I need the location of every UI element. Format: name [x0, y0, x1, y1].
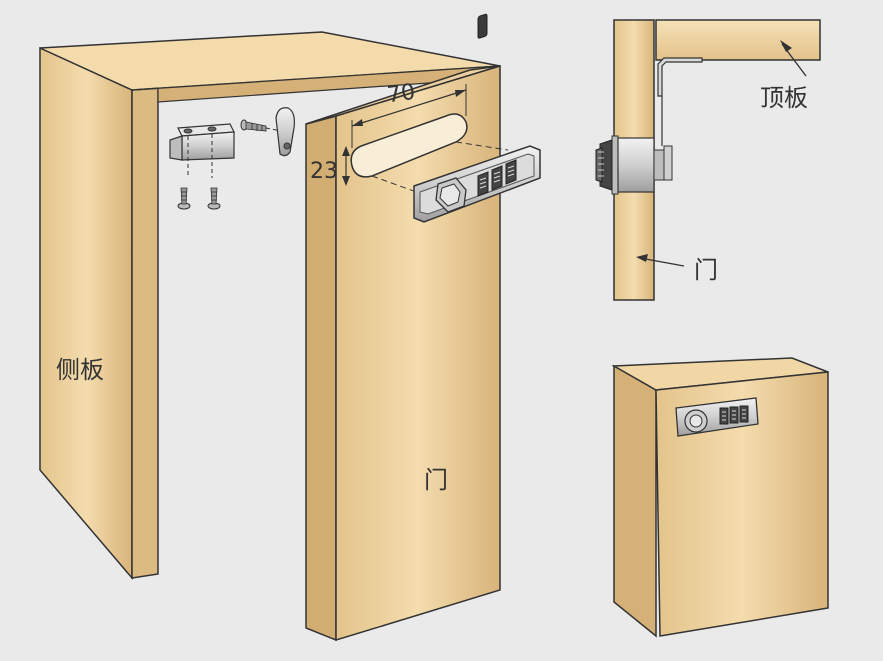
- lock-cam-icon: [275, 107, 295, 157]
- top-panel-arrow: [780, 40, 807, 77]
- side-panel-face: [39, 46, 133, 581]
- side-panel-label: 侧板: [56, 356, 104, 384]
- screw-icon: [177, 187, 191, 210]
- dimension-height: [342, 146, 350, 186]
- screw-icon: [207, 187, 221, 210]
- combination-dials: [477, 159, 517, 197]
- assembled-cabinet: [611, 357, 829, 638]
- dimension-height-label: 23: [310, 159, 338, 184]
- door-edge: [305, 115, 337, 642]
- side-view-top-panel: [655, 19, 821, 61]
- door: [305, 64, 501, 642]
- combination-dial-icon: [477, 13, 488, 39]
- lock-knob-icon: [435, 177, 467, 213]
- strike-bracket: [169, 123, 235, 178]
- assembled-cabinet-side: [613, 364, 657, 638]
- dimension-width: [351, 84, 467, 148]
- door-label: 门: [424, 466, 448, 494]
- assembled-cabinet-front: [655, 371, 829, 637]
- top-panel-label: 顶板: [760, 84, 808, 112]
- side-panel-edge: [131, 87, 159, 579]
- side-view-bracket: [657, 57, 703, 97]
- assembled-lock: [675, 397, 759, 437]
- side-panel: [39, 31, 501, 581]
- main-cabinet: 70 23: [39, 13, 541, 642]
- door-arrow: [636, 254, 685, 267]
- side-view: 顶板 门: [595, 19, 821, 301]
- side-view-lock: [595, 96, 673, 195]
- dimension-width-label: 70: [386, 80, 417, 109]
- side-view-door-label: 门: [694, 256, 718, 284]
- combination-lock: [413, 13, 541, 223]
- top-panel-edge: [131, 65, 501, 103]
